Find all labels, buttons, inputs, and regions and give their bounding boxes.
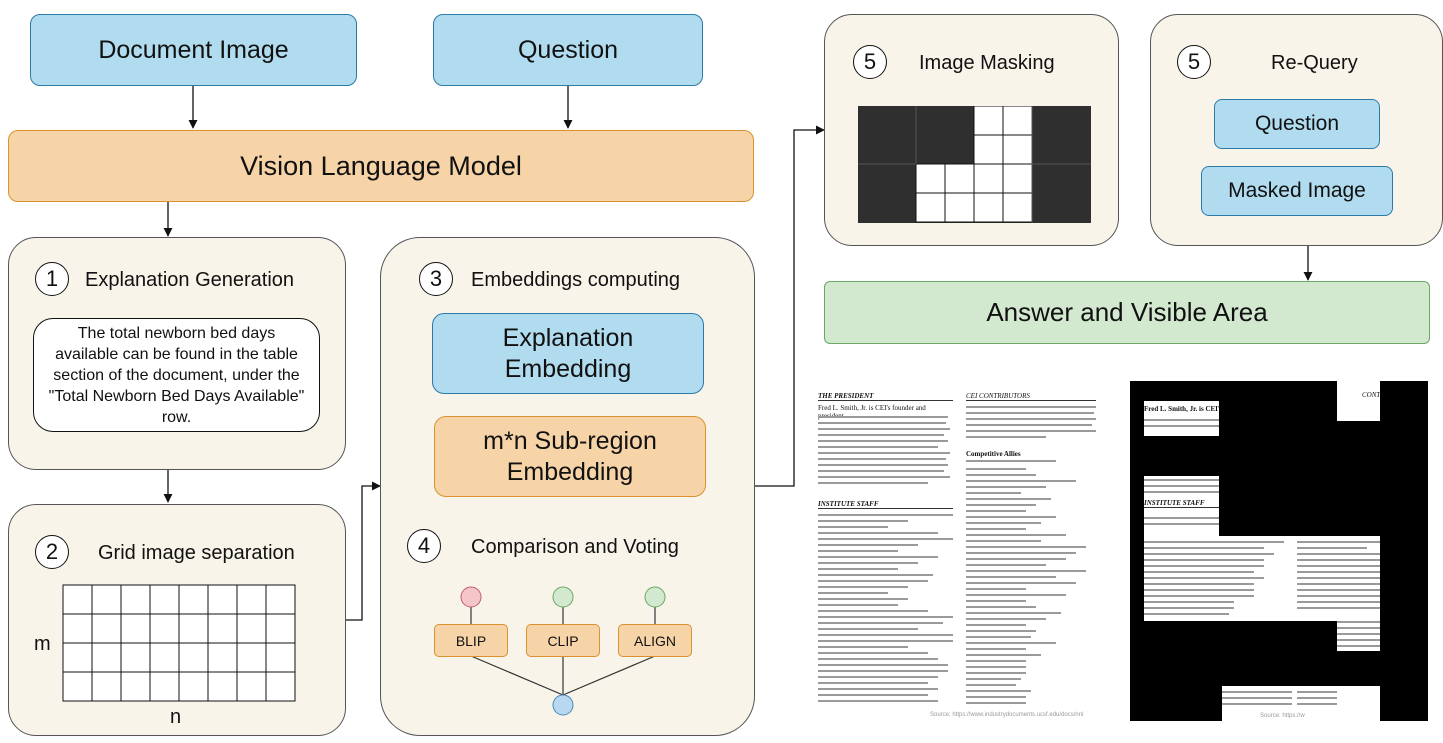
masked-doc-staff-heading: INSTITUTE STAFF: [1144, 499, 1224, 508]
grid-diagram: [62, 584, 296, 702]
requery-masked-image-box: Masked Image: [1201, 166, 1393, 216]
vote-node-align: [644, 586, 666, 608]
arrow-step2-to-step3: [345, 481, 381, 621]
mask-block: [1130, 436, 1219, 476]
model-blip-box: BLIP: [434, 624, 508, 657]
mask-block: [1144, 381, 1219, 401]
step-number-2: 2: [35, 535, 69, 569]
masked-doc-lead-text: Fred L. Smith, Jr. is CEI's: [1144, 405, 1223, 413]
vote-result-node: [552, 694, 574, 716]
grid-separation-panel: 2 Grid image separation m n: [8, 504, 346, 736]
explanation-embedding-box: Explanation Embedding: [432, 313, 704, 394]
document-thumbnail-original: THE PRESIDENT CEI CONTRIBUTORS Fred L. S…: [812, 390, 1101, 720]
model-clip-box: CLIP: [526, 624, 600, 657]
model-align-box: ALIGN: [618, 624, 692, 657]
doc-heading-contributors: CEI CONTRIBUTORS: [966, 392, 1096, 401]
vision-language-model-bar: Vision Language Model: [8, 130, 754, 202]
doc-heading-president: THE PRESIDENT: [818, 392, 953, 401]
grid-separation-title: Grid image separation: [98, 542, 295, 564]
step-number-5b: 5: [1177, 45, 1211, 79]
image-masking-title: Image Masking: [919, 52, 1055, 74]
step-number-1: 1: [35, 262, 69, 296]
mask-block: [1130, 621, 1337, 686]
grid-m-label: m: [34, 633, 51, 655]
mask-block: [1297, 381, 1337, 536]
question-box: Question: [433, 14, 703, 86]
mask-block: [1337, 421, 1428, 536]
masked-doc-source: Source: https://w: [1260, 713, 1305, 719]
mask-block: [1337, 651, 1428, 686]
image-masking-panel: 5 Image Masking: [824, 14, 1119, 246]
subregion-embedding-box: m*n Sub-region Embedding: [434, 416, 706, 497]
doc-staff-heading: INSTITUTE STAFF: [818, 500, 953, 509]
embeddings-computing-title: Embeddings computing: [471, 269, 681, 291]
step-number-4: 4: [407, 529, 441, 563]
step-number-3: 3: [419, 262, 453, 296]
explanation-generation-title: Explanation Generation: [85, 269, 295, 291]
grid-n-label: n: [170, 706, 182, 728]
answer-visible-area-bar: Answer and Visible Area: [824, 281, 1430, 344]
mask-block: [1130, 686, 1222, 721]
document-thumbnail-masked: CONTRIBUTORS Fred L. Smith, Jr. is CEI's…: [1130, 381, 1428, 721]
doc-allies-heading: Competitive Allies: [966, 450, 1021, 458]
doc-source: Source: https://www.industrydocuments.uc…: [930, 712, 1084, 718]
explanation-text-box: The total newborn bed days available can…: [33, 318, 320, 432]
vote-node-clip: [552, 586, 574, 608]
voting-diagram: [460, 586, 666, 716]
requery-title: Re-Query: [1271, 52, 1358, 74]
explanation-generation-panel: 1 Explanation Generation The total newbo…: [8, 237, 346, 470]
arrow-step3-to-masking: [755, 125, 825, 487]
requery-question-box: Question: [1214, 99, 1380, 149]
masked-grid-diagram: [858, 106, 1091, 223]
embeddings-panel: 3 Embeddings computing Explanation Embed…: [380, 237, 755, 736]
vote-node-blip: [460, 586, 482, 608]
document-image-box: Document Image: [30, 14, 357, 86]
comparison-voting-title: Comparison and Voting: [471, 536, 679, 558]
requery-panel: 5 Re-Query Question Masked Image: [1150, 14, 1443, 246]
step-number-5a: 5: [853, 45, 887, 79]
